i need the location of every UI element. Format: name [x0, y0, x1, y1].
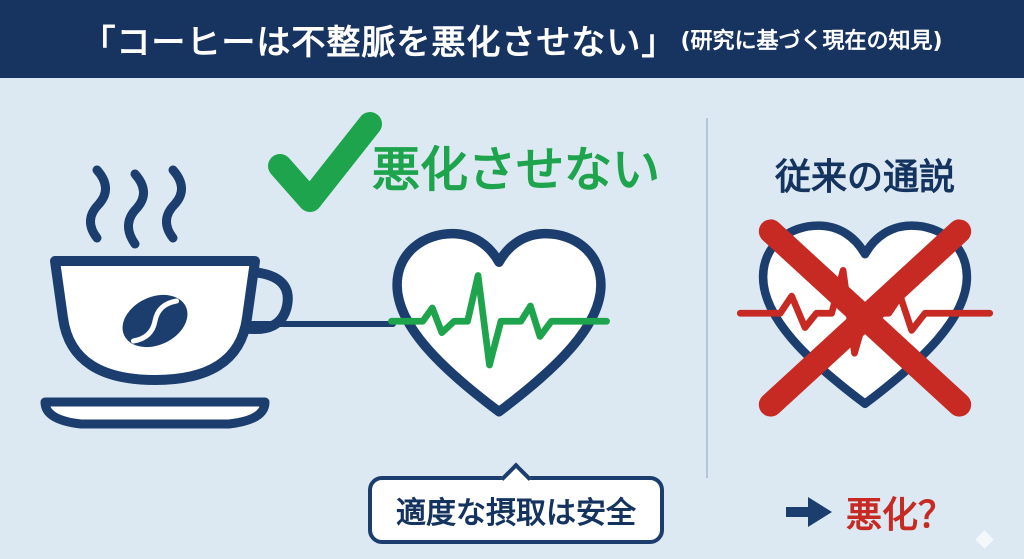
check-icon [268, 112, 382, 212]
section-divider [706, 118, 708, 478]
safety-note-label: 適度な摂取は安全 [396, 496, 636, 531]
title-banner: 「コーヒーは不整脈を悪化させない」 (研究に基づく現在の知見) [0, 0, 1024, 78]
content-area: 悪化させない 適度な摂取は安全 従来の通説 [0, 78, 1024, 559]
conventional-verdict-label: 悪化？ [846, 495, 955, 536]
heart-ecg-icon [388, 226, 610, 426]
current-verdict-label: 悪化させない [372, 142, 661, 198]
conventional-result: 悪化？ [786, 486, 954, 538]
safety-note-bubble: 適度な摂取は安全 [368, 476, 664, 544]
coffee-cup-icon [35, 165, 293, 466]
banner-title: 「コーヒーは不整脈を悪化させない」 [81, 22, 677, 63]
cup-heart-connector-line [246, 321, 396, 327]
diamond-ornament [975, 530, 994, 549]
arrow-right-icon [786, 497, 832, 527]
heart-crossed-icon [736, 218, 994, 418]
conventional-heading: 従来の通説 [774, 157, 955, 198]
banner-subtitle: (研究に基づく現在の知見) [680, 29, 943, 54]
